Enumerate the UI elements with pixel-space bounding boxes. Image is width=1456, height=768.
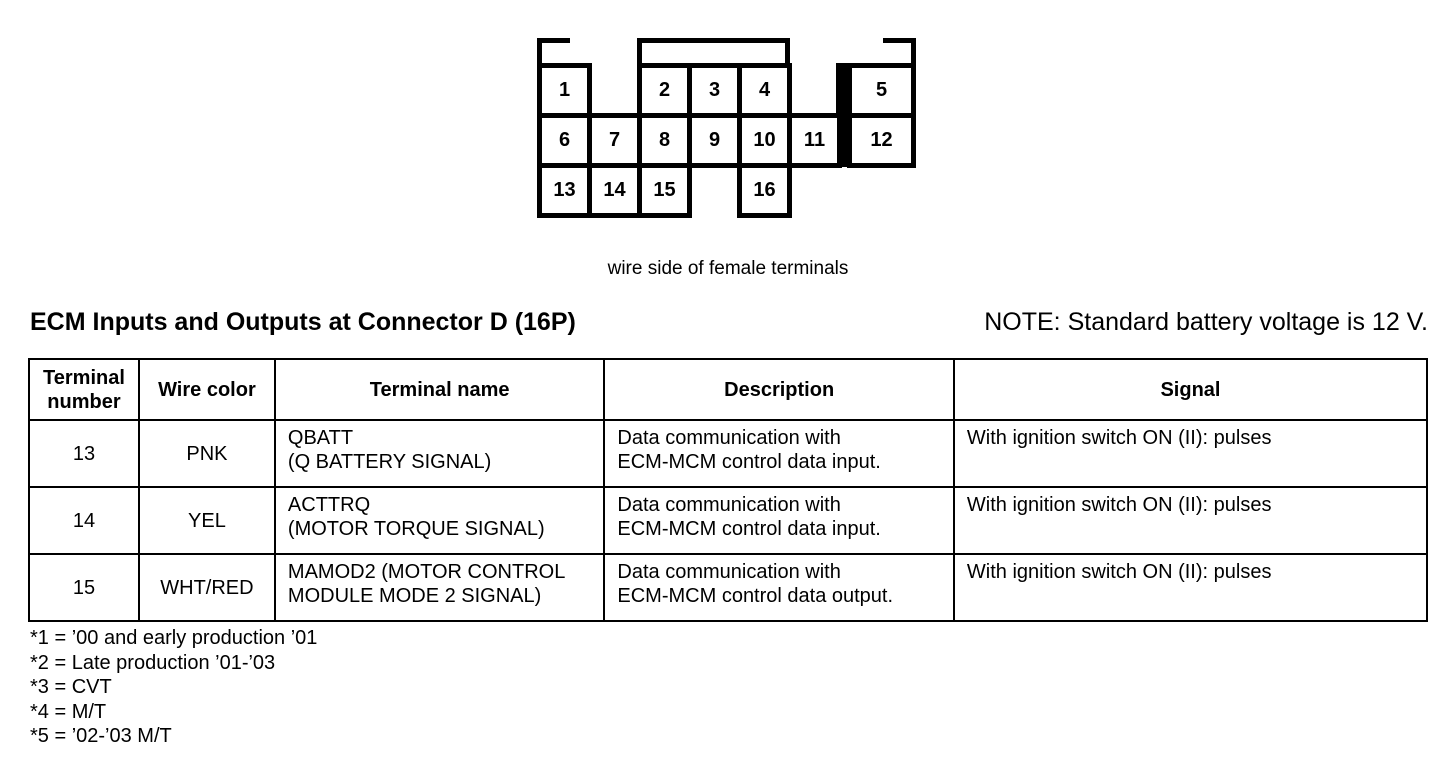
header-wire-color: Wire color — [137, 358, 276, 421]
terminal-5: 5 — [847, 63, 916, 118]
terminal-8: 8 — [637, 113, 692, 168]
terminal-16: 16 — [737, 163, 792, 218]
terminal-3: 3 — [687, 63, 742, 118]
cell-wire-color: YEL — [137, 486, 276, 555]
terminal-12: 12 — [847, 113, 916, 168]
footnote: *4 = M/T — [30, 700, 107, 723]
terminal-6: 6 — [537, 113, 592, 168]
footnotes: *1 = ’00 and early production ’01 *2 = L… — [30, 626, 317, 749]
terminal-13: 13 — [537, 163, 592, 218]
cell-wire-color: WHT/RED — [137, 553, 276, 622]
header-description: Description — [603, 358, 955, 421]
terminal-14: 14 — [587, 163, 642, 218]
cell-terminal-name: QBATT(Q BATTERY SIGNAL) — [273, 419, 606, 488]
footnote: *2 = Late production ’01-’03 — [30, 651, 276, 674]
table-row: 13 PNK QBATT(Q BATTERY SIGNAL) Data comm… — [28, 419, 1429, 488]
cell-signal: With ignition switch ON (II): pulses — [952, 486, 1429, 555]
terminal-11: 11 — [787, 113, 842, 168]
terminal-7: 7 — [587, 113, 642, 168]
terminal-9: 9 — [687, 113, 742, 168]
cell-signal: With ignition switch ON (II): pulses — [952, 553, 1429, 622]
footnote: *1 = ’00 and early production ’01 — [30, 627, 318, 649]
cell-wire-color: PNK — [137, 419, 276, 488]
cell-terminal: 15 — [28, 553, 140, 622]
footnote: *3 = CVT — [30, 676, 112, 698]
cell-signal: With ignition switch ON (II): pulses — [952, 419, 1429, 488]
diagram-caption: wire side of female terminals — [607, 258, 849, 279]
terminal-2: 2 — [637, 63, 692, 118]
cell-terminal: 13 — [28, 419, 140, 488]
footnote: *5 = ’02-’03 M/T — [30, 725, 172, 747]
header-terminal-name: Terminal name — [273, 358, 606, 421]
terminal-15: 15 — [637, 163, 692, 218]
page-title: ECM Inputs and Outputs at Connector D (1… — [30, 308, 576, 336]
table-row: 14 YEL ACTTRQ(MOTOR TORQUE SIGNAL) Data … — [28, 486, 1429, 555]
terminal-4: 4 — [737, 63, 792, 118]
connector-diagram: 1 2 3 4 5 6 7 8 9 10 11 12 13 14 15 16 — [0, 0, 1456, 230]
header-signal: Signal — [952, 358, 1429, 421]
terminal-1: 1 — [537, 63, 592, 118]
voltage-note: NOTE: Standard battery voltage is 12 V. — [984, 308, 1428, 336]
terminal-10: 10 — [737, 113, 792, 168]
cell-terminal-name: ACTTRQ(MOTOR TORQUE SIGNAL) — [273, 486, 606, 555]
cell-terminal: 14 — [28, 486, 140, 555]
